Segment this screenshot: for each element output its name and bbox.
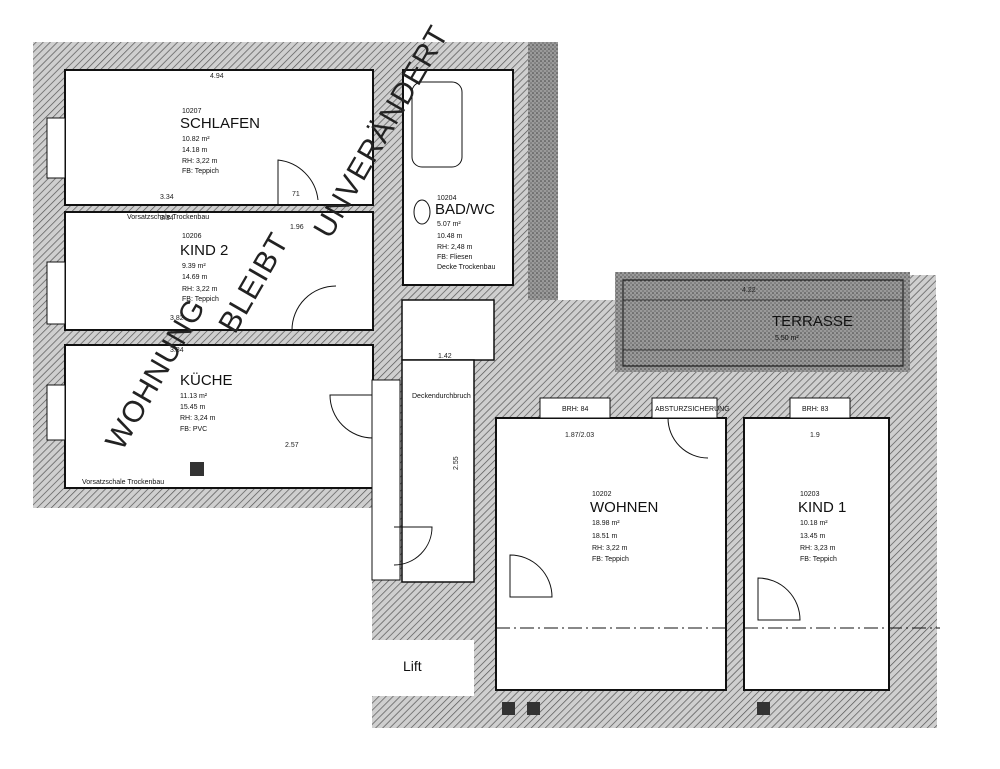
kind2-dim-bottom: 3.82 <box>170 315 184 322</box>
bad-note: Decke Trockenbau <box>437 264 495 271</box>
room-hall: 1.42 2.55 Deckendurchbruch <box>371 299 495 583</box>
lift: Lift <box>372 620 474 696</box>
room-wohnen: BRH: 84 ABSTURZSICHERUNG 1.87/2.03 10202… <box>495 397 730 715</box>
terrasse-dim-top: 4.22 <box>742 287 756 294</box>
room-kind1: BRH: 83 1.9 10203 KIND 1 10.18 m² 13.45 … <box>743 397 940 715</box>
kueche-dim-bottom: 2.57 <box>285 442 299 449</box>
bad-area: 5.07 m² <box>437 221 461 228</box>
kind1-name: KIND 1 <box>798 499 846 516</box>
terrasse: TERRASSE 5.50 m² 4.22 <box>615 272 910 372</box>
kind1-brh: BRH: 83 <box>802 406 829 413</box>
bad-name: BAD/WC <box>435 201 495 218</box>
kind1-code: 10203 <box>800 491 820 498</box>
wohnen-rh: RH: 3,22 m <box>592 545 628 552</box>
kind2-name: KIND 2 <box>180 242 228 259</box>
schlafen-name: SCHLAFEN <box>180 115 260 132</box>
hall-deckendurchbruch: Deckendurchbruch <box>412 393 471 400</box>
schlafen-dim-bottom: 3.34 <box>160 194 174 201</box>
kind2-rh: RH: 3,22 m <box>182 286 218 293</box>
terrasse-area: 5.50 m² <box>775 335 799 342</box>
kind1-perimeter: 13.45 m <box>800 533 825 540</box>
wohnen-code: 10202 <box>592 491 612 498</box>
schlafen-perimeter: 14.18 m <box>182 147 207 154</box>
kueche-rh: RH: 3,24 m <box>180 415 216 422</box>
bad-perimeter: 10.48 m <box>437 233 462 240</box>
kind1-area: 10.18 m² <box>800 520 828 527</box>
kind2-perimeter: 14.69 m <box>182 274 207 281</box>
kind1-dim-top: 1.9 <box>810 432 820 439</box>
kueche-partition: Vorsatzschale Trockenbau <box>82 479 164 486</box>
kueche-perimeter: 15.45 m <box>180 404 205 411</box>
wohnen-fb: FB: Teppich <box>592 556 629 563</box>
schlafen-area: 10.82 m² <box>182 136 210 143</box>
kueche-fb: FB: PVC <box>180 426 207 433</box>
kind1-rh: RH: 3,23 m <box>800 545 836 552</box>
kind2-door-dim: 1.96 <box>290 224 304 231</box>
bad-rh: RH: 2,48 m <box>437 244 473 251</box>
schlafen-rh: RH: 3,22 m <box>182 158 218 165</box>
wohnen-name: WOHNEN <box>590 499 658 516</box>
kind1-fb: FB: Teppich <box>800 556 837 563</box>
wohnen-brh: BRH: 84 <box>562 406 589 413</box>
room-schlafen: 4.94 3.34 10207 SCHLAFEN 10.82 m² 14.18 … <box>46 69 374 206</box>
hall-dim: 1.42 <box>438 353 452 360</box>
schlafen-fb: FB: Teppich <box>182 168 219 175</box>
bad-code: 10204 <box>437 195 457 202</box>
kueche-area: 11.13 m² <box>180 393 208 400</box>
wohnen-absturz: ABSTURZSICHERUNG <box>655 406 730 413</box>
hall-dim-v: 2.55 <box>453 456 460 470</box>
kind2-fb: FB: Teppich <box>182 296 219 303</box>
room-kueche: 3.84 2.57 KÜCHE 11.13 m² 15.45 m RH: 3,2… <box>46 344 374 489</box>
schlafen-door-dim: 71 <box>292 191 300 198</box>
wohnen-perimeter: 18.51 m <box>592 533 617 540</box>
kind2-partition: Vorsatzschale Trockenbau <box>127 214 209 221</box>
kind2-area: 9.39 m² <box>182 263 206 270</box>
lift-label: Lift <box>403 658 422 674</box>
kueche-name: KÜCHE <box>180 371 233 389</box>
kueche-dim-top: 3.84 <box>170 347 184 354</box>
kind2-code: 10206 <box>182 233 202 240</box>
room-kind2: Vorsatzschale Trockenbau 3.34 1.96 3.82 … <box>46 211 374 331</box>
terrasse-label: TERRASSE <box>772 313 853 330</box>
kind2-dim-top: 3.34 <box>160 215 174 222</box>
schlafen-code: 10207 <box>182 108 202 115</box>
room-bad: 10204 BAD/WC 5.07 m² 10.48 m RH: 2,48 m … <box>402 69 514 286</box>
bad-fb: FB: Fliesen <box>437 254 473 261</box>
wohnen-area: 18.98 m² <box>592 520 620 527</box>
schlafen-dim-top: 4.94 <box>210 73 224 80</box>
wohnen-dim-top: 1.87/2.03 <box>565 432 594 439</box>
